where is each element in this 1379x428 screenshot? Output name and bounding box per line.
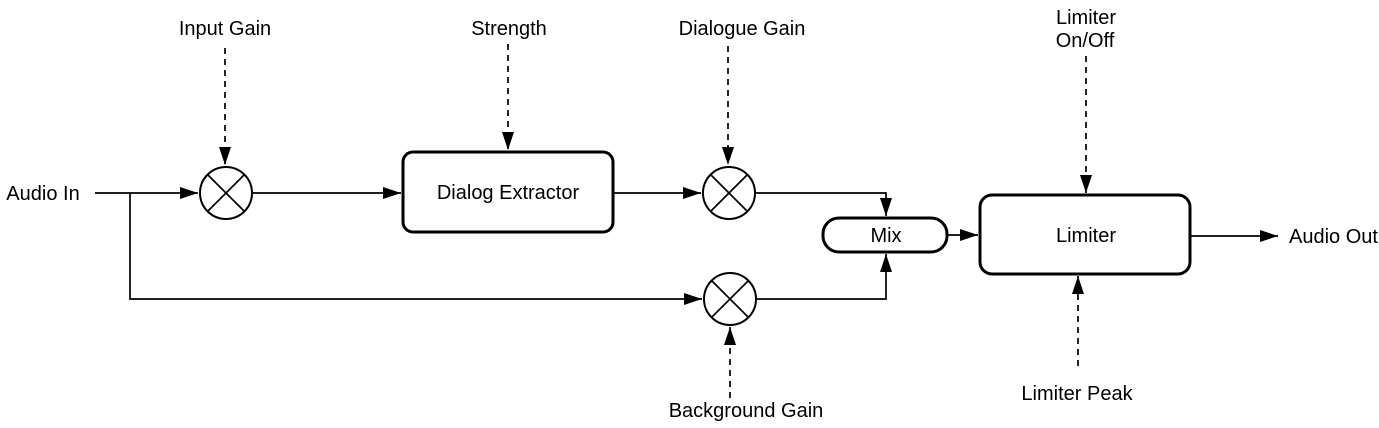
multiplier-x-icon (206, 173, 246, 213)
dialog-extractor-block: Dialog Extractor (401, 150, 615, 234)
audio-out-label: Audio Out (1289, 226, 1378, 248)
input-gain-multiplier (199, 166, 253, 220)
limiter-on-off-label-line2: On/Off (1056, 30, 1115, 52)
mix-block: Mix (821, 216, 949, 254)
limiter-block: Limiter (978, 193, 1192, 276)
wire-branch-to-background-gain (129, 193, 702, 305)
background-gain-multiplier (703, 272, 757, 326)
limiter-box (978, 193, 1192, 276)
limiter-peak-label: Limiter Peak (1021, 383, 1133, 405)
input-gain-label: Input Gain (179, 18, 271, 40)
background-gain-label: Background Gain (669, 400, 824, 422)
wire-background-gain-to-mix (756, 254, 892, 300)
multiplier-x-icon (709, 173, 749, 213)
mix-box (821, 216, 949, 254)
dialog-extractor-box (401, 150, 615, 234)
audio-in-label: Audio In (6, 183, 79, 205)
dialog-extractor-label: Dialog Extractor (437, 182, 580, 204)
control-arrows (219, 44, 1092, 398)
mix-label: Mix (870, 225, 901, 247)
signal-wires (95, 187, 1278, 305)
limiter-on-off-label-line1: Limiter (1056, 7, 1116, 29)
limiter-label: Limiter (1056, 225, 1116, 247)
strength-label: Strength (471, 18, 547, 40)
wire-dialogue-gain-to-mix (755, 192, 892, 216)
dialogue-gain-multiplier (702, 166, 756, 220)
multiplier-x-icon (710, 279, 750, 319)
dialogue-gain-label: Dialogue Gain (679, 18, 806, 40)
